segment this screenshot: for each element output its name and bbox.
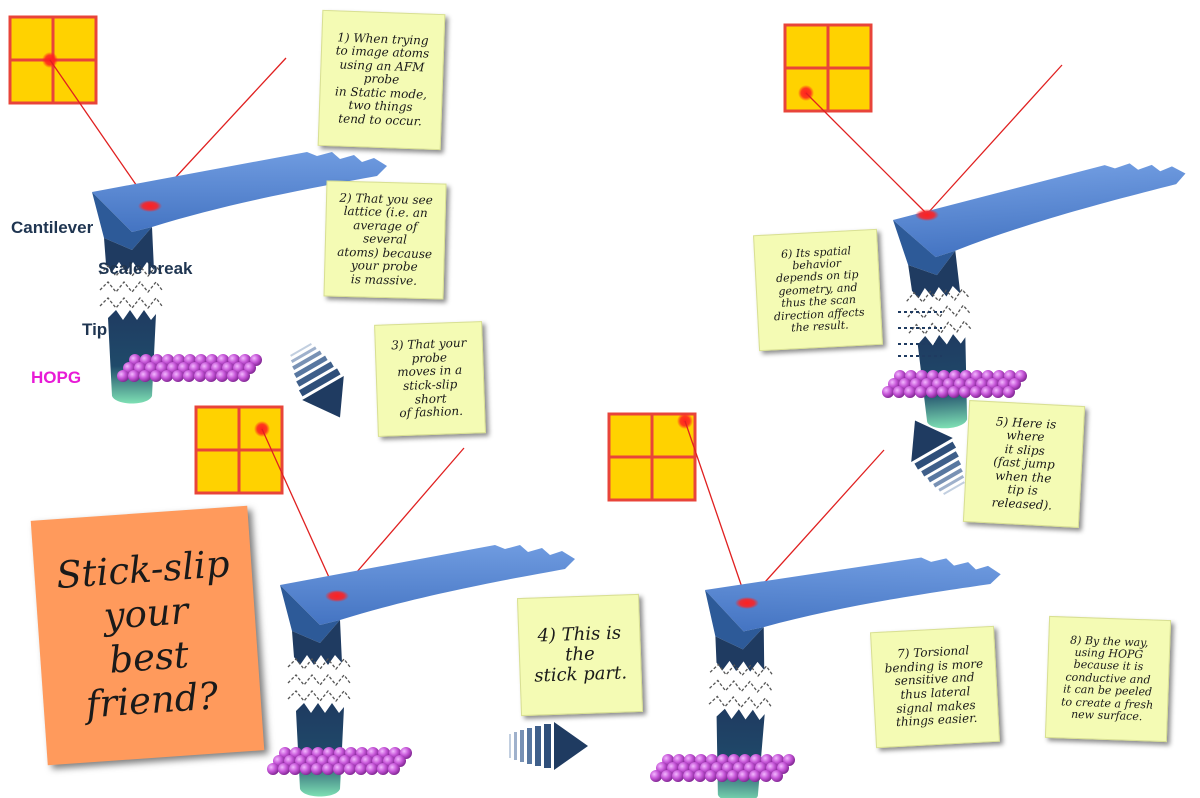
sticky-note-7: 7) Torsional bending is more sensitive a…: [870, 625, 1000, 749]
laser-spot-on-cantilever: [735, 597, 759, 609]
title-sticky-note: Stick-slip your best friend?: [30, 505, 265, 766]
sticky-note-8: 8) By the way, using HOPG because it is …: [1044, 615, 1172, 743]
laser-reflected-beam: [49, 59, 151, 206]
hopg-label: HOPG: [31, 368, 82, 387]
photodetector-quadrant: [783, 23, 873, 113]
laser-incident-beam: [746, 449, 885, 603]
hopg-atoms: [267, 747, 412, 775]
photodetector-quadrant: [194, 405, 284, 495]
laser-incident-beam: [926, 64, 1063, 215]
laser-reflected-beam: [261, 428, 338, 596]
panel-1: [8, 15, 388, 430]
motion-arrow-icon: [509, 722, 588, 770]
laser-reflected-beam: [805, 92, 928, 215]
sticky-note-3: 3) That your probe moves in a stick-slip…: [374, 321, 486, 437]
panel-3: [194, 405, 588, 798]
panel-4: [607, 412, 1002, 798]
hopg-atoms: [117, 354, 262, 382]
scale-break-label: Scale break: [98, 259, 193, 278]
hopg-atoms: [882, 370, 1027, 398]
laser-spot-on-cantilever: [138, 200, 162, 212]
panel-2: [783, 23, 1200, 501]
sticky-note-6: 6) Its spatial behavior depends on tip g…: [753, 228, 883, 352]
sticky-note-1: 1) When trying to image atoms using an A…: [317, 9, 446, 151]
speed-lines-icon: [898, 311, 942, 357]
hopg-atoms: [650, 754, 795, 782]
laser-spot-on-cantilever: [325, 590, 349, 602]
cantilever-label: Cantilever: [11, 218, 94, 237]
sticky-note-5: 5) Here is where it slips (fast jump whe…: [962, 400, 1086, 528]
sticky-note-2: 2) That you see lattice (i.e. an average…: [323, 180, 447, 300]
motion-arrow-icon: [279, 337, 361, 430]
sticky-note-4: 4) This is the stick part.: [516, 593, 644, 717]
tip-label: Tip: [82, 320, 108, 339]
laser-spot-on-cantilever: [915, 209, 939, 221]
laser-reflected-beam: [684, 420, 748, 603]
